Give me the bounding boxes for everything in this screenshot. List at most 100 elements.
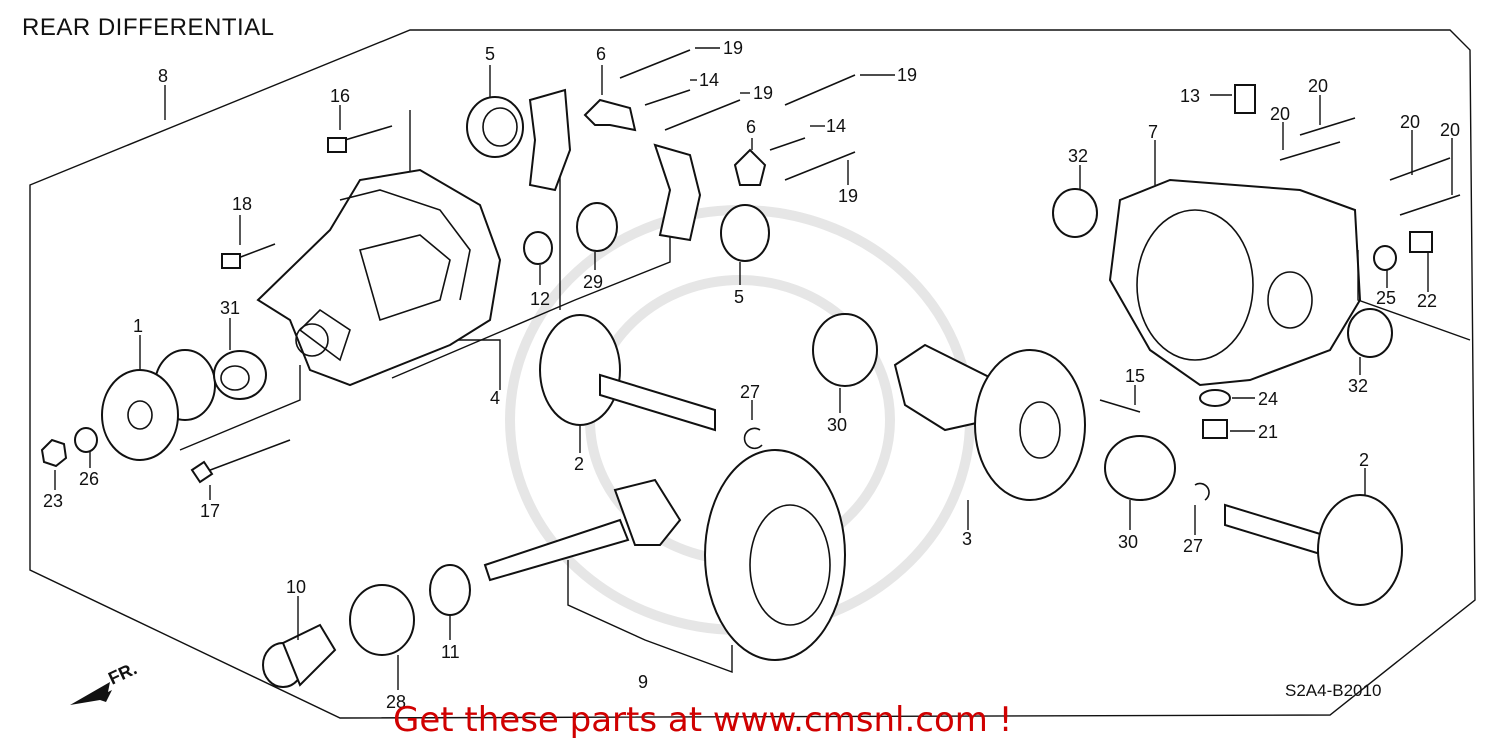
bearing-28 [349,584,415,656]
callout-1: 1 [133,316,143,336]
callout-20-a: 20 [1308,76,1328,96]
promo-link-text[interactable]: Get these parts at www.cmsnl.com ! [393,700,1013,740]
bolt-17 [190,439,291,484]
callout-15: 15 [1125,366,1145,386]
callout-19-b: 19 [753,83,773,103]
circlip-27-a [743,427,763,450]
bolt-15 [1099,399,1141,413]
callout-11: 11 [441,642,460,662]
callout-29: 29 [583,272,603,292]
bearing-cap-right [653,143,702,242]
plug-21 [1202,419,1228,439]
callout-4: 4 [490,388,500,408]
plug-22 [1409,231,1433,253]
callout-32-b: 32 [1348,376,1368,396]
callout-20-c: 20 [1400,112,1420,132]
diagram-code: S2A4-B2010 [1285,681,1382,700]
bolt-14-b [769,137,806,151]
side-shaft-2-left [539,314,716,432]
callout-24: 24 [1258,389,1278,409]
washer-25 [1373,245,1397,271]
nut-23 [40,438,68,468]
callout-22: 22 [1417,291,1437,311]
callout-31: 31 [220,298,240,318]
front-marker-label: FR. [105,658,140,688]
callout-27-b: 27 [1183,536,1203,556]
bolt-18 [221,243,276,269]
washer-26 [74,427,98,453]
bearing-29 [576,202,618,252]
callout-19-c: 19 [897,65,917,85]
callout-26: 26 [79,469,99,489]
callout-21: 21 [1258,422,1278,442]
diagram-title: REAR DIFFERENTIAL [22,14,275,41]
callout-30-a: 30 [827,415,847,435]
oil-seal-32-b [1347,308,1393,358]
drive-pinion [483,478,682,582]
breather-13 [1234,84,1256,114]
callout-12: 12 [530,289,550,309]
callout-7: 7 [1148,122,1158,142]
callout-20-d: 20 [1440,120,1460,140]
callout-9: 9 [638,672,648,692]
ring-gear [704,449,846,661]
callout-28: 28 [386,692,406,712]
bolt-19-d [784,151,856,181]
oil-seal-11 [429,564,471,616]
assembly-boundary-9 [567,560,733,674]
bearing-5-top [466,96,524,158]
bolt-16 [327,125,393,153]
callout-8: 8 [158,66,168,86]
differential-carrier-housing [256,168,502,387]
bearing-cap-left [528,88,572,192]
collar-10 [262,623,337,688]
bracket-6-top [583,98,637,132]
side-shaft-2-right [1224,494,1403,606]
stud-20-c [1389,157,1451,181]
bolt-19-b [664,99,741,131]
stud-20-b [1299,117,1356,136]
callout-32-a: 32 [1068,146,1088,166]
companion-flange [101,349,216,461]
callout-14-b: 14 [826,116,846,136]
callout-30-b: 30 [1118,532,1138,552]
callout-3: 3 [962,529,972,549]
bearing-30-b [1104,435,1176,501]
bolt-19-c [784,74,856,106]
callout-17: 17 [200,501,220,521]
callout-19-d: 19 [838,186,858,206]
differential-cover-housing [1108,178,1362,387]
shim-12 [523,231,553,265]
callout-6-mid: 6 [746,117,756,137]
bearing-30-a [812,313,878,387]
callout-23: 23 [43,491,63,511]
callout-19-a: 19 [723,38,743,58]
callout-6-top: 6 [596,44,606,64]
differential-case [893,343,1086,501]
bolt-19-a [619,49,691,79]
oil-seal-32-a [1052,188,1098,238]
assembly-boundary-7 [1357,250,1471,341]
assembly-boundary-outer [29,29,1476,719]
circlip-27-b [1194,482,1210,501]
front-direction-arrow: FR. [70,658,140,705]
bracket-6-mid [733,148,767,186]
callout-20-b: 20 [1270,104,1290,124]
callout-18: 18 [232,194,252,214]
bolt-14-a [644,89,691,106]
callout-13: 13 [1180,86,1200,106]
callout-5-mid: 5 [734,287,744,307]
washer-24 [1199,389,1231,407]
callout-27-a: 27 [740,382,760,402]
stud-20-a [1279,141,1341,161]
callout-16: 16 [330,86,350,106]
callout-14-a: 14 [699,70,719,90]
callout-10: 10 [286,577,306,597]
stud-20-d [1399,194,1461,216]
callout-25: 25 [1376,288,1396,308]
callout-2-right: 2 [1359,450,1369,470]
callout-2-left: 2 [574,454,584,474]
oil-seal-31 [213,350,267,400]
oil-seal-5 [720,204,770,262]
